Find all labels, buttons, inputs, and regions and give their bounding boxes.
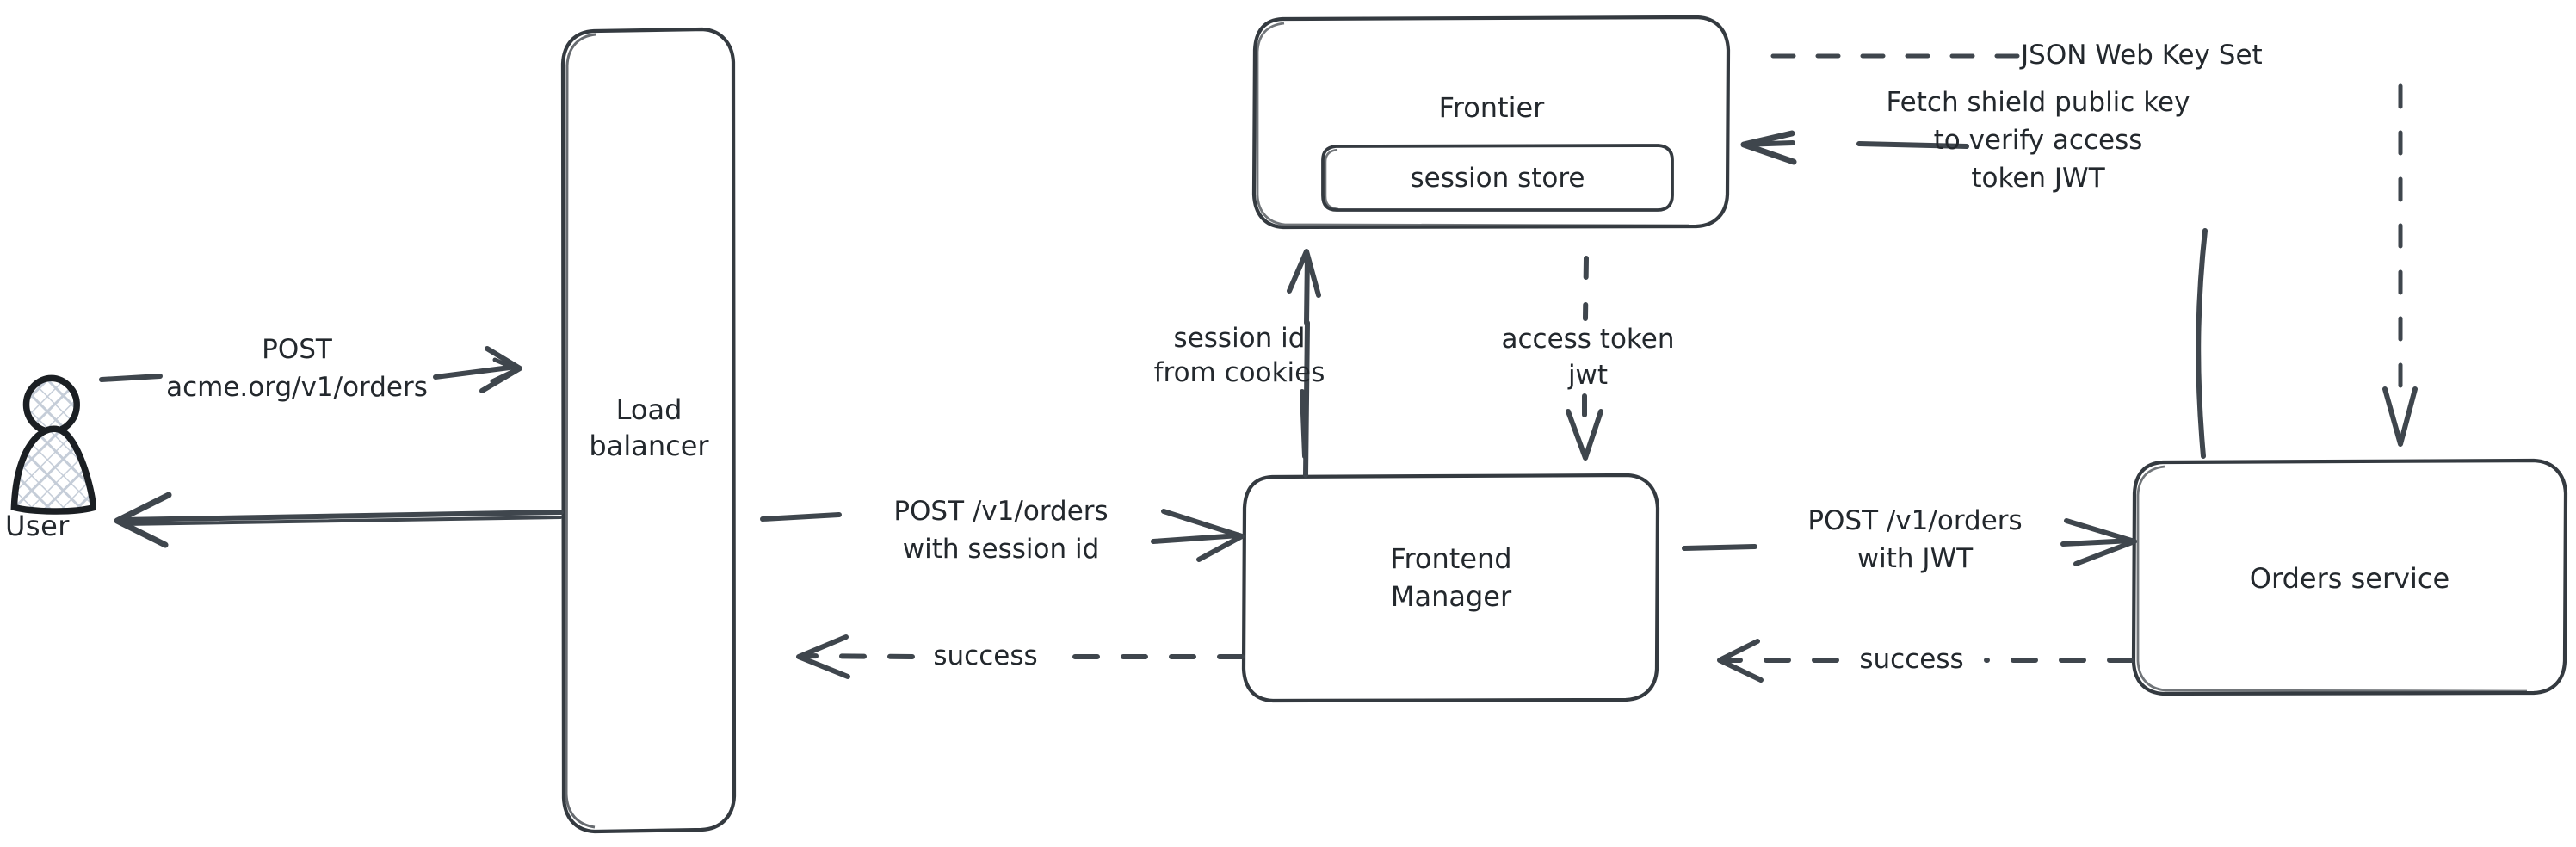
edge-orders-to-frontier-label-line-2: to verify access <box>1933 125 2143 156</box>
node-frontend-manager-label: Frontend Manager <box>1245 540 1658 615</box>
user-actor-label: User <box>5 510 70 542</box>
node-frontend-manager-shape[interactable] <box>1241 473 1660 703</box>
node-frontend-manager-label-line-1: Frontend <box>1390 542 1512 575</box>
edge-fm-to-frontier-label-line-1: session id <box>1173 323 1306 354</box>
edge-user-to-load-balancer-label-line-1: POST <box>262 334 332 365</box>
person-icon <box>10 374 97 515</box>
edge-user-to-load-balancer-line <box>99 346 522 393</box>
node-load-balancer-label: Load balancer <box>564 392 734 464</box>
edge-fm-to-orders-label-line-2: with JWT <box>1856 543 1974 574</box>
edge-frontend-manager-to-frontier-label: session id from cookies <box>1110 321 1368 390</box>
edge-frontier-to-fm-label-line-1: access token <box>1501 324 1675 355</box>
edge-load-balancer-to-user-line <box>114 492 564 548</box>
edge-lb-to-fm-label-line-1: POST /v1/orders <box>893 496 1109 527</box>
node-load-balancer-label-line-1: Load <box>615 393 683 426</box>
edge-orders-service-to-frontend-manager-line <box>1717 639 2134 683</box>
edge-lb-to-fm-label-line-2: with session id <box>902 534 1100 565</box>
edge-orders-service-to-frontier-line <box>1740 130 2208 459</box>
node-orders-service-label: Orders service <box>2249 562 2450 595</box>
edge-frontier-to-fm-label-line-2: jwt <box>1567 360 1609 391</box>
edge-load-balancer-to-frontend-manager-line <box>760 509 1245 562</box>
edge-orders-to-frontier-label-line-1: Fetch shield public key <box>1886 87 2190 118</box>
node-load-balancer-label-line-2: balancer <box>589 430 709 462</box>
edge-user-to-load-balancer-label-line-2: acme.org/v1/orders <box>166 372 428 403</box>
edge-frontend-manager-to-load-balancer-label: success <box>933 640 1038 671</box>
edge-frontend-manager-to-frontier-line <box>1287 249 1321 478</box>
node-load-balancer-shape[interactable] <box>560 27 737 834</box>
edge-frontier-to-orders-service-jwks-label: JSON Web Key Set <box>2021 40 2263 71</box>
edge-frontend-manager-to-load-balancer-line <box>796 634 1245 679</box>
edge-orders-service-to-frontend-manager-label: success <box>1859 644 1964 675</box>
edge-frontier-to-orders-service-jwks-line <box>1770 53 2418 447</box>
node-session-store-shape[interactable] <box>1321 144 1674 212</box>
edge-frontier-to-frontend-manager-label: access token jwt <box>1472 321 1704 393</box>
node-orders-service-shape[interactable] <box>2131 458 2568 696</box>
edge-frontend-manager-to-orders-service-line <box>1682 518 2137 566</box>
edge-fm-to-orders-label-line-1: POST /v1/orders <box>1807 505 2023 536</box>
edge-orders-service-to-frontier-label: Fetch shield public key to verify access… <box>1852 46 2224 197</box>
node-frontier-label: Frontier <box>1438 91 1545 124</box>
edge-frontier-to-frontend-manager-line <box>1566 256 1603 461</box>
edge-user-to-load-balancer-label: POST acme.org/v1/orders <box>146 331 448 406</box>
node-frontend-manager-label-line-2: Manager <box>1390 580 1512 613</box>
node-session-store-label: session store <box>1410 163 1585 194</box>
edge-load-balancer-to-frontend-manager-label: POST /v1/orders with session id <box>846 492 1156 568</box>
edge-orders-to-frontier-label-line-3: token JWT <box>1971 163 2105 194</box>
edge-frontend-manager-to-orders-service-label: POST /v1/orders with JWT <box>1760 502 2070 578</box>
edge-fm-to-frontier-label-line-2: from cookies <box>1153 357 1325 388</box>
